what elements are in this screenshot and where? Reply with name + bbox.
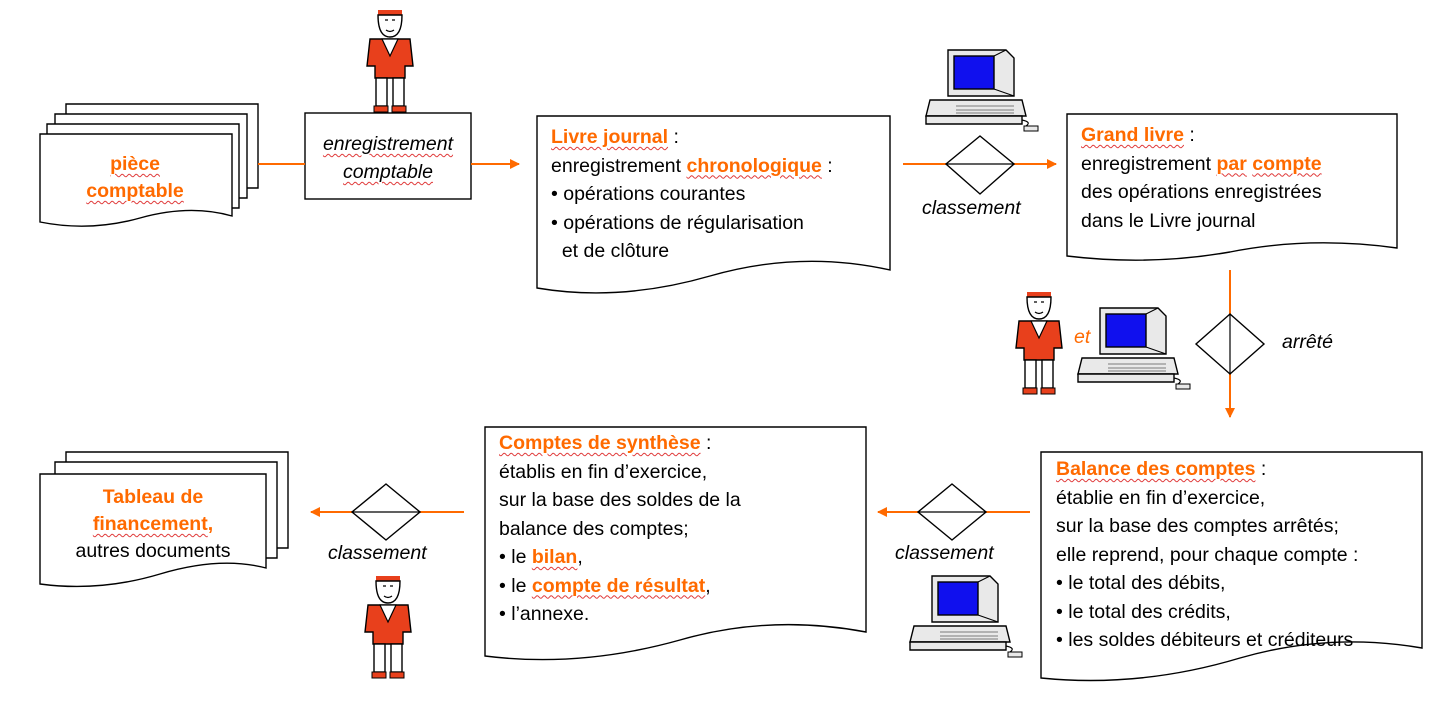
synthese-line-3: balance des comptes;	[499, 517, 689, 540]
synthese-resultat-suffix: ,	[705, 574, 711, 597]
enregistrement-comptable-box	[304, 112, 472, 200]
balance-title: Balance des comptes	[1056, 458, 1256, 480]
tableau-line3: autres documents	[75, 540, 231, 562]
grand-livre-line4: dans le Livre journal	[1081, 209, 1256, 232]
enregistrement-line1: enregistrement	[322, 133, 454, 155]
synthese-annexe: • l’annexe.	[499, 603, 590, 625]
balance-line-1: établie en fin d’exercice,	[1056, 486, 1266, 509]
balance-document	[1040, 451, 1423, 682]
decision-diamond-icon	[1194, 313, 1266, 375]
arrete-label: arrêté	[1282, 331, 1333, 353]
balance-line-2: sur la base des comptes arrêtés;	[1056, 515, 1339, 537]
piece-comptable-label: pièce comptable	[60, 151, 210, 205]
livre-journal-text: Livre journal : enregistrement chronolog…	[551, 123, 833, 266]
grand-livre-title-suffix: :	[1183, 124, 1195, 146]
journal-item-2: • opérations de régularisation	[551, 211, 804, 234]
computer-icon	[909, 575, 1023, 658]
piece-line1: pièce	[110, 153, 160, 175]
grand-livre-document	[1066, 113, 1398, 261]
synthese-bilan-prefix: • le	[499, 546, 532, 568]
journal-line2-prefix: enregistrement	[551, 154, 687, 177]
synthese-text: Comptes de synthèse : établis en fin d’e…	[499, 429, 741, 629]
journal-item-1: • opérations courantes	[551, 183, 746, 205]
synthese-line-2: sur la base des soldes de la	[499, 489, 741, 511]
grand-livre-text: Grand livre : enregistrement par compte …	[1081, 121, 1322, 235]
balance-line-4: • le total des débits,	[1056, 572, 1226, 594]
tableau-line1: Tableau de	[102, 486, 204, 508]
journal-title-suffix: :	[668, 126, 679, 148]
classement-label-bottom-left: classement	[328, 542, 427, 564]
balance-title-suffix: :	[1255, 458, 1267, 480]
journal-chronologique: chronologique	[686, 154, 822, 177]
tableau-line2: financement	[92, 513, 208, 535]
synthese-title-suffix: :	[700, 432, 712, 454]
computer-icon	[1077, 307, 1191, 390]
enregistrement-comptable-label: enregistrement comptable	[305, 130, 471, 186]
synthese-bilan-suffix: ,	[577, 546, 583, 568]
tableau-text: Tableau de financement, autres documents	[40, 484, 266, 565]
grand-livre-line3: des opérations enregistrées	[1081, 181, 1322, 203]
synthese-line-1: établis en fin d’exercice,	[499, 460, 708, 483]
synthese-bilan: bilan	[531, 546, 578, 568]
computer-icon	[925, 49, 1039, 132]
tableau-line2-suffix: ,	[207, 513, 214, 535]
synthese-resultat-prefix: • le	[499, 574, 532, 597]
classement-label-bottom-right: classement	[895, 542, 994, 564]
person-icon	[366, 9, 414, 113]
balance-line-5: • le total des crédits,	[1056, 600, 1231, 623]
piece-line2: comptable	[86, 180, 184, 202]
et-label: et	[1074, 326, 1091, 348]
synthese-title: Comptes de synthèse	[499, 432, 701, 454]
enregistrement-line2: comptable	[343, 161, 433, 183]
decision-diamond-icon	[944, 135, 1016, 195]
synthese-document	[484, 426, 867, 661]
grand-livre-title: Grand livre	[1081, 124, 1184, 146]
grand-livre-line2-prefix: enregistrement	[1081, 152, 1217, 175]
classement-label-top: classement	[922, 197, 1021, 219]
decision-diamond-icon	[916, 483, 988, 541]
tableau-stack	[39, 451, 289, 588]
person-icon	[364, 575, 412, 679]
journal-title: Livre journal	[551, 126, 669, 148]
journal-line2-suffix: :	[821, 154, 833, 177]
piece-comptable-stack	[39, 103, 259, 227]
journal-item-3: et de clôture	[551, 240, 670, 262]
balance-text: Balance des comptes : établie en fin d’e…	[1056, 455, 1358, 655]
person-icon	[1015, 291, 1063, 395]
balance-line-6: • les soldes débiteurs et créditeurs	[1056, 629, 1354, 651]
balance-line-3: elle reprend, pour chaque compte :	[1056, 543, 1359, 566]
grand-livre-par: par	[1216, 152, 1247, 175]
livre-journal-document	[536, 115, 891, 294]
synthese-resultat: compte de résultat	[531, 574, 706, 597]
decision-diamond-icon	[350, 483, 422, 541]
grand-livre-compte: compte	[1252, 152, 1322, 175]
